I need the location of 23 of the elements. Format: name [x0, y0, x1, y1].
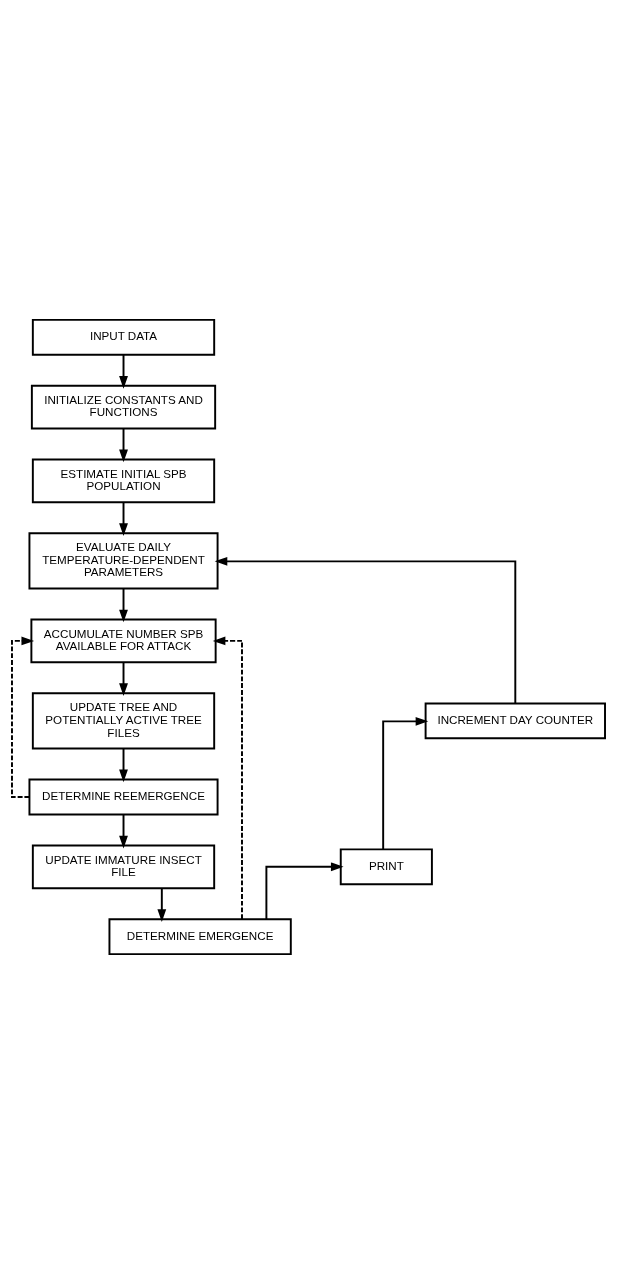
arrow [382, 716, 429, 850]
node-box: DETERMINE REEMERGENCE [28, 778, 219, 815]
arrow [119, 660, 128, 696]
node-box: INITIALIZE CONSTANTS AND FUNCTIONS [30, 384, 217, 429]
arrow [119, 353, 128, 389]
arrow [119, 587, 128, 622]
arrow [119, 813, 128, 848]
arrow [119, 747, 128, 782]
node-box: INCREMENT DAY COUNTER [424, 701, 606, 739]
arrow [119, 427, 128, 462]
node-box: UPDATE TREE AND POTENTIALLY ACTIVE TREE FILES [31, 691, 216, 749]
arrow [265, 861, 344, 920]
arrow [157, 887, 167, 922]
node-box: EVALUATE DAILY TEMPERATURE-DEPENDENT PARAMETERS [28, 531, 219, 589]
node-box: DETERMINE EMERGENCE [108, 917, 292, 955]
node-box: UPDATE IMMATURE INSECT FILE [31, 844, 216, 889]
arrow [119, 500, 128, 536]
node-box: ESTIMATE INITIAL SPB POPULATION [31, 458, 216, 503]
node-box: INPUT DATA [31, 318, 216, 356]
arrow [212, 635, 243, 920]
arrow [214, 556, 517, 704]
node-box: PRINT [339, 847, 433, 885]
node-box: ACCUMULATE NUMBER SPB AVAILABLE FOR ATTACK [30, 618, 217, 663]
